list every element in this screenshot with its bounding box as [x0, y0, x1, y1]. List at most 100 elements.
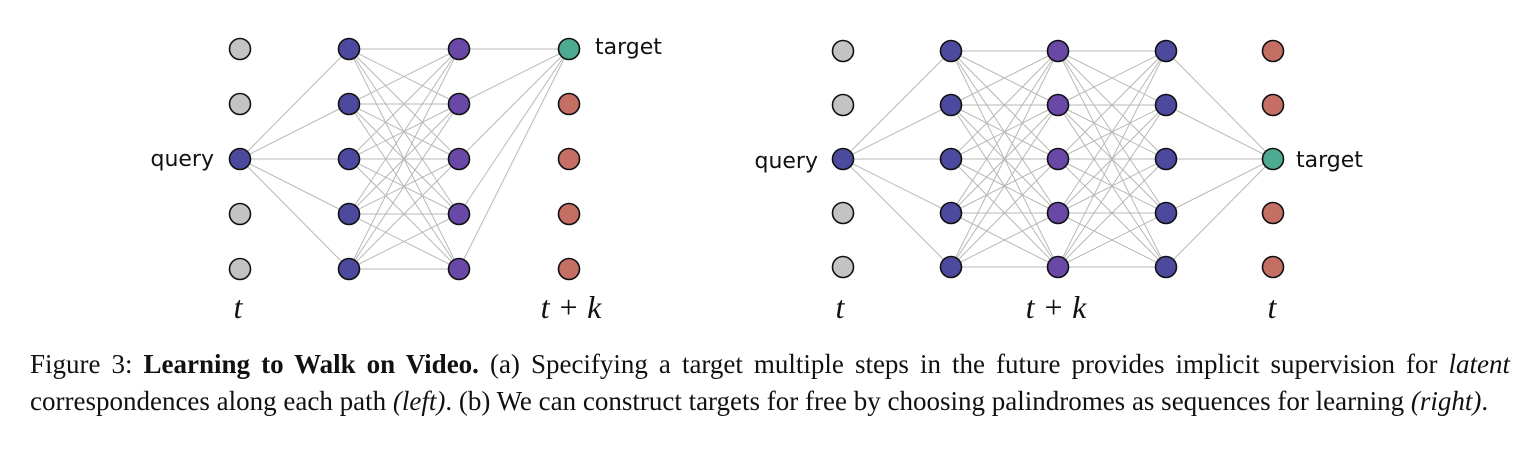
edge	[1165, 104, 1274, 160]
caption-left-tag: (left)	[392, 386, 446, 416]
node-purple	[1046, 93, 1070, 117]
edge	[1057, 50, 1167, 106]
edge	[458, 48, 570, 105]
walk-diagram: query target t t + k query target t t + k t	[150, 35, 1363, 325]
node-purple	[447, 147, 471, 171]
node-gray	[831, 201, 855, 225]
figure-panel: query target t t + k query target t t + k t	[150, 35, 1363, 325]
node-blue	[228, 147, 252, 171]
time-label: t	[1268, 289, 1278, 325]
node-blue	[939, 147, 963, 171]
edge	[950, 50, 1059, 214]
node-blue	[1154, 255, 1178, 279]
caption-text-2: correspondences along each path	[30, 386, 393, 416]
figure-caption: Figure 3: Learning to Walk on Video. (a)…	[30, 346, 1510, 420]
node-gray	[228, 37, 252, 61]
node-gray	[228, 257, 252, 281]
node-blue	[337, 147, 361, 171]
node-blue	[1154, 39, 1178, 63]
edge	[842, 104, 952, 160]
left-nodes	[228, 37, 581, 281]
node-red	[1261, 39, 1285, 63]
edge	[950, 50, 1059, 268]
node-red	[1261, 255, 1285, 279]
node-blue	[831, 147, 855, 171]
node-red	[557, 257, 581, 281]
time-label: t	[234, 289, 244, 325]
node-target	[557, 37, 581, 61]
node-red	[557, 92, 581, 116]
edge	[239, 103, 350, 160]
edge	[1165, 158, 1274, 214]
node-blue	[1154, 201, 1178, 225]
node-blue	[939, 39, 963, 63]
query-label: query	[754, 149, 818, 174]
node-blue	[337, 257, 361, 281]
edge	[348, 158, 460, 270]
node-red	[1261, 201, 1285, 225]
node-blue	[939, 93, 963, 117]
edge	[1057, 104, 1167, 268]
edge	[1057, 212, 1167, 268]
edge	[950, 158, 1059, 268]
node-blue	[337, 92, 361, 116]
edge	[1057, 158, 1167, 268]
edge	[458, 48, 570, 270]
edge	[842, 50, 952, 160]
edge	[1057, 50, 1167, 160]
node-blue	[939, 255, 963, 279]
node-purple	[447, 92, 471, 116]
node-target	[1261, 147, 1285, 171]
edge	[348, 48, 460, 160]
node-blue	[1154, 147, 1178, 171]
edge	[239, 48, 350, 160]
edge	[1165, 50, 1274, 160]
right-diagram: query target t t + k t	[754, 39, 1363, 325]
node-purple	[1046, 147, 1070, 171]
node-blue	[337, 202, 361, 226]
time-label: t + k	[541, 289, 602, 325]
caption-text-4: .	[1481, 386, 1489, 416]
right-edges	[842, 50, 1274, 268]
node-purple	[447, 257, 471, 281]
edge	[348, 48, 460, 215]
node-gray	[831, 93, 855, 117]
edge	[239, 158, 350, 270]
edge	[348, 48, 460, 105]
edge	[348, 103, 460, 270]
left-edges	[239, 48, 570, 270]
target-label: target	[1296, 148, 1363, 173]
node-purple	[447, 202, 471, 226]
caption-figure-label: Figure 3:	[30, 349, 133, 379]
edge	[950, 50, 1059, 160]
edge	[1057, 50, 1167, 214]
caption-title: Learning to Walk on Video.	[143, 349, 479, 379]
node-gray	[831, 39, 855, 63]
node-gray	[831, 255, 855, 279]
edge	[348, 213, 460, 270]
node-purple	[1046, 39, 1070, 63]
right-nodes	[831, 39, 1285, 279]
edge	[842, 158, 952, 214]
time-label: t + k	[1026, 289, 1087, 325]
node-blue	[1154, 93, 1178, 117]
edge	[950, 104, 1059, 268]
node-purple	[1046, 201, 1070, 225]
edge	[348, 48, 460, 270]
node-purple	[1046, 255, 1070, 279]
time-label: t	[836, 289, 846, 325]
edge	[458, 48, 570, 160]
edge	[239, 158, 350, 215]
edge	[842, 158, 952, 268]
edge	[950, 50, 1059, 106]
caption-text-3: . (b) We can construct targets for free …	[445, 386, 1411, 416]
node-red	[557, 147, 581, 171]
caption-right-tag: (right)	[1410, 386, 1482, 416]
target-label: target	[595, 35, 662, 60]
edge	[1057, 50, 1167, 268]
edge	[950, 212, 1059, 268]
caption-latent: latent	[1448, 349, 1511, 379]
edge	[1165, 158, 1274, 268]
node-purple	[447, 37, 471, 61]
